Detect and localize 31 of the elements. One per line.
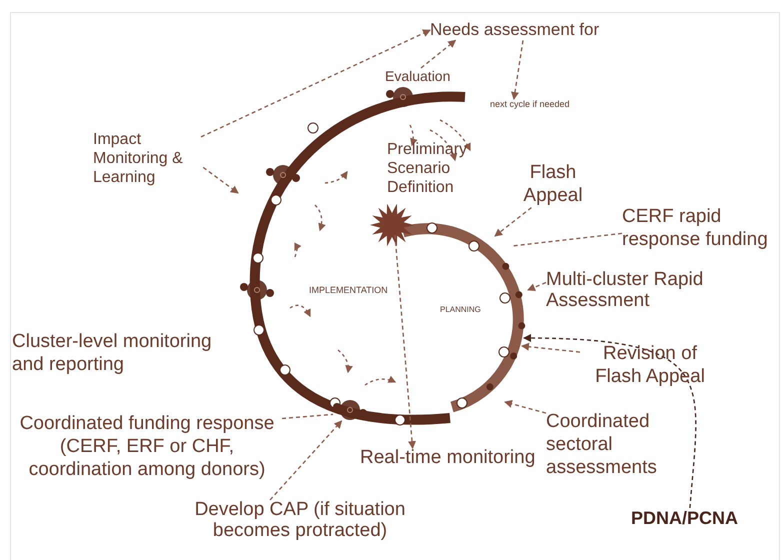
leader-arrow bbox=[394, 234, 416, 450]
stage-label: Evaluation bbox=[385, 68, 450, 85]
stage-label: Cluster-level monitoring and reporting bbox=[12, 331, 232, 377]
leader-arrow bbox=[504, 400, 546, 414]
leader-arrow bbox=[523, 334, 696, 508]
stage-label: Coordinated funding response (CERF, ERF or CHF, coordination among donors) bbox=[12, 413, 282, 482]
leader-arrow bbox=[270, 420, 342, 500]
leader-line bbox=[512, 232, 622, 247]
leader-line bbox=[282, 414, 334, 420]
phase-label: IMPLEMENTATION bbox=[309, 285, 388, 296]
stage-label: Develop CAP (if situation becomes protracted) bbox=[150, 500, 450, 542]
phase-label: PLANNING bbox=[440, 305, 481, 315]
leader-arrow bbox=[511, 40, 524, 100]
leader-arrow bbox=[521, 342, 580, 353]
leader-arrow bbox=[527, 282, 546, 291]
stage-label: CERF rapid response funding bbox=[622, 206, 780, 252]
stage-label: Flash Appeal bbox=[517, 162, 589, 208]
leader-arrow bbox=[202, 166, 239, 194]
stage-label: Coordinated sectoral assessments bbox=[546, 411, 671, 480]
stage-label: Revision of Flash Appeal bbox=[580, 343, 720, 389]
note-label: next cycle if needed bbox=[490, 99, 570, 110]
stage-label: Preliminary Scenario Definition bbox=[387, 140, 475, 198]
stage-label: PDNA/PCNA bbox=[631, 508, 738, 530]
stage-label: Real-time monitoring bbox=[360, 447, 536, 470]
leader-arrow bbox=[200, 30, 431, 138]
needs-assessment-label: Needs assessment for bbox=[430, 20, 600, 40]
leader-arrow bbox=[420, 40, 456, 68]
stage-label: Multi-cluster Rapid Assessment bbox=[546, 270, 722, 312]
hub-marker bbox=[333, 399, 367, 421]
leader-arrow bbox=[494, 207, 532, 237]
stage-label: Impact Monitoring & Learning bbox=[93, 130, 201, 188]
